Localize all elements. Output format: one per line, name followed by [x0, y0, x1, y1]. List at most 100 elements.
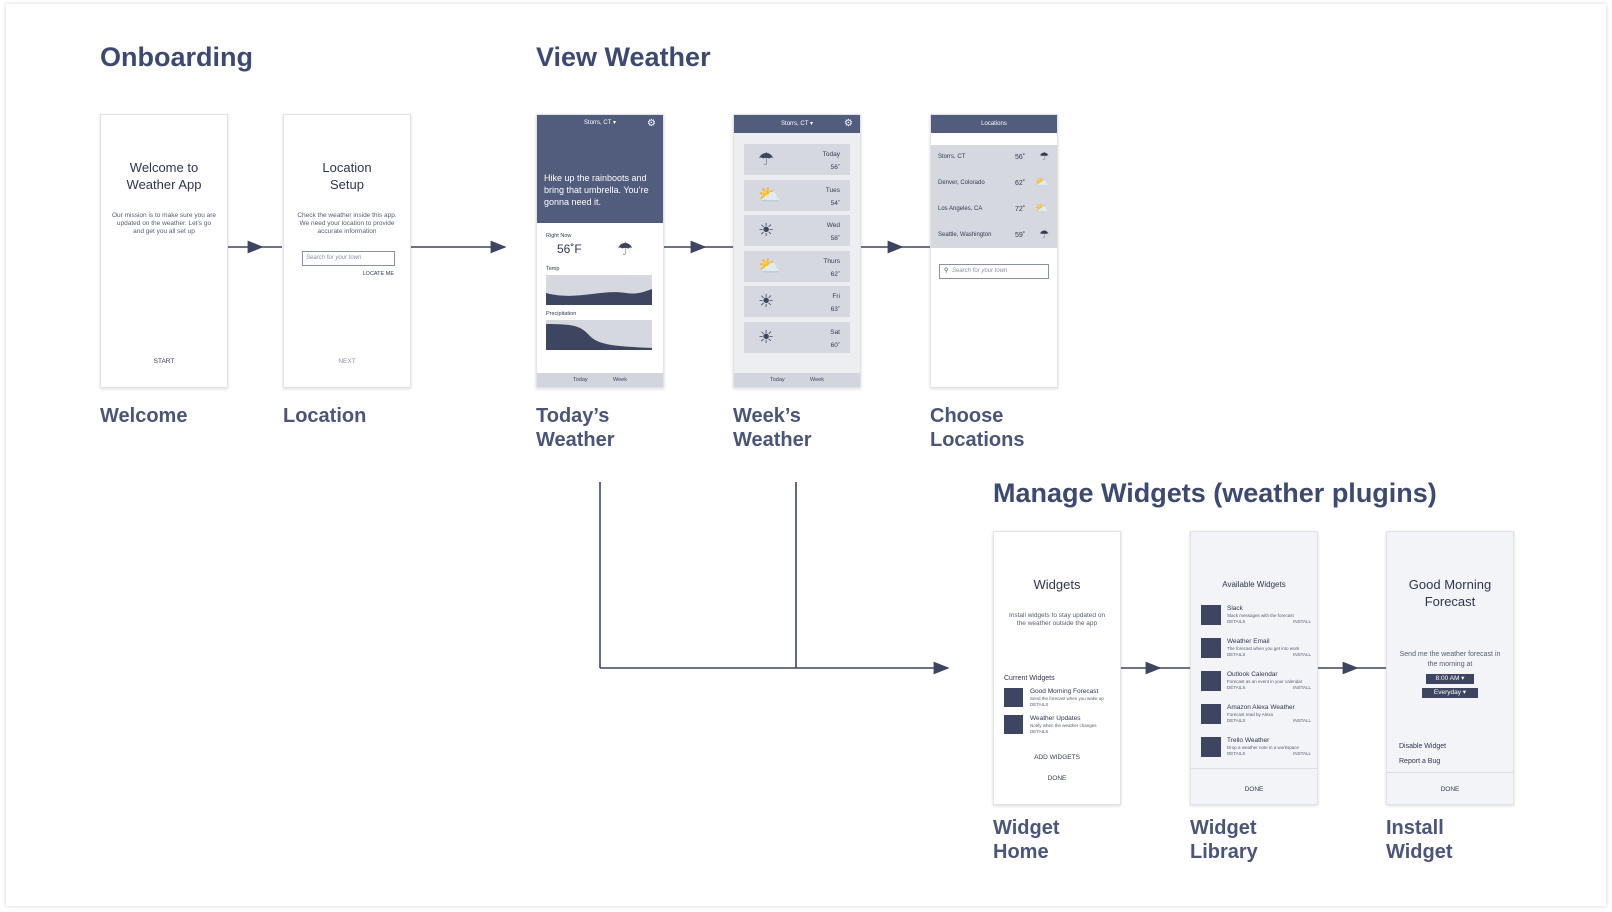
widget-install-link[interactable]: INSTALL: [1293, 619, 1311, 624]
library-widget-item[interactable]: Slack Slack messages with the forecast D…: [1201, 605, 1311, 635]
widget-thumbnail: [1004, 715, 1023, 734]
widget-details-link[interactable]: DETAILS: [1227, 619, 1246, 624]
location-body: Check the weather inside this app. We ne…: [297, 212, 397, 235]
current-widgets-label: Current Widgets: [1004, 675, 1055, 682]
rain-cloud-icon: ☂: [1039, 151, 1049, 163]
widget-install-link[interactable]: INSTALL: [1293, 652, 1311, 657]
today-banner: Storrs, CT ▾ ⚙ Hike up the rainboots and…: [537, 115, 663, 223]
location-temp: 56˚: [1015, 154, 1026, 161]
day-label: Fri: [832, 293, 840, 300]
widget-thumbnail: [1201, 638, 1221, 658]
tab-today[interactable]: Today: [573, 377, 588, 383]
caption-todays-weather: Today’s Weather: [536, 405, 615, 451]
rain-cloud-icon: ☂: [758, 149, 775, 169]
widgets-title: Widgets: [1033, 577, 1081, 592]
install-widget-screen: Good Morning Forecast Send me the weathe…: [1386, 531, 1514, 805]
available-widgets-title: Available Widgets: [1222, 580, 1286, 589]
today-screen: Storrs, CT ▾ ⚙ Hike up the rainboots and…: [536, 114, 664, 388]
current-widget-item[interactable]: Weather Updates Notify when the weather …: [1004, 715, 1114, 739]
welcome-screen: Welcome to Weather App Our mission is to…: [100, 114, 228, 388]
widget-home-screen: Widgets Install widgets to stay updated …: [993, 531, 1121, 805]
widget-thumbnail: [1201, 605, 1221, 625]
day-label: Thurs: [823, 258, 840, 265]
locate-me-button[interactable]: LOCATE ME: [362, 271, 394, 277]
widget-details-link[interactable]: DETAILS: [1227, 652, 1246, 657]
day-temp: 60˚: [830, 342, 840, 349]
widget-install-link[interactable]: INSTALL: [1293, 718, 1311, 723]
caption-widget-library: Widget Library: [1190, 817, 1258, 863]
widget-name: Slack: [1227, 605, 1243, 612]
tab-week[interactable]: Week: [810, 377, 824, 383]
widget-desc: Slack messages with the forecast: [1227, 613, 1294, 618]
widget-details-link[interactable]: DETAILS: [1030, 702, 1049, 707]
widget-details-link[interactable]: DETAILS: [1227, 751, 1246, 756]
welcome-body: Our mission is to make sure you are upda…: [111, 212, 217, 235]
week-topbar: Storrs, CT ▾ ⚙: [734, 115, 860, 133]
locations-screen: Locations Storrs, CT 56˚ ☂ Denver, Color…: [930, 114, 1058, 388]
precip-label: Precipitation: [546, 311, 577, 317]
tab-today[interactable]: Today: [770, 377, 785, 383]
location-screen: Location Setup Check the weather inside …: [283, 114, 411, 388]
library-widget-item[interactable]: Outlook Calendar Forecast as an event in…: [1201, 671, 1311, 701]
widget-install-link[interactable]: INSTALL: [1293, 685, 1311, 690]
tab-week[interactable]: Week: [613, 377, 627, 383]
gear-icon[interactable]: ⚙: [844, 118, 853, 129]
next-button[interactable]: NEXT: [338, 358, 356, 365]
done-button[interactable]: DONE: [1244, 786, 1264, 793]
disable-widget-button[interactable]: Disable Widget: [1399, 743, 1447, 750]
location-dropdown[interactable]: Storrs, CT ▾: [781, 121, 813, 127]
widget-install-link[interactable]: INSTALL: [1293, 751, 1311, 756]
install-body: Send me the weather forecast in the morn…: [1399, 651, 1501, 668]
day-temp: 62˚: [830, 271, 840, 278]
start-button[interactable]: START: [153, 358, 175, 365]
day-label: Wed: [826, 222, 840, 229]
done-button[interactable]: DONE: [1047, 775, 1067, 782]
gear-icon[interactable]: ⚙: [647, 118, 656, 129]
sun-icon: ☀: [758, 220, 775, 240]
right-now-label: Right Now: [546, 233, 572, 239]
install-title: Good Morning Forecast: [1408, 577, 1492, 609]
location-row[interactable]: Storrs, CT 56˚ ☂: [931, 145, 1057, 170]
location-temp: 62˚: [1015, 180, 1026, 187]
section-title-manage-widgets: Manage Widgets (weather plugins): [993, 478, 1437, 508]
location-row[interactable]: Seattle, Washington 59˚ ☂: [931, 223, 1057, 248]
section-title-onboarding: Onboarding: [100, 42, 253, 72]
report-bug-button[interactable]: Report a Bug: [1399, 758, 1441, 765]
location-dropdown[interactable]: Storrs, CT ▾: [584, 120, 616, 126]
current-widget-item[interactable]: Good Morning Forecast Send the forecast …: [1004, 688, 1114, 712]
frequency-dropdown[interactable]: Everyday ▾: [1422, 688, 1478, 698]
search-icon: ⚲: [944, 268, 949, 274]
location-row[interactable]: Los Angeles, CA 72˚ ⛅: [931, 197, 1057, 222]
current-temp: 56˚F: [557, 242, 582, 256]
partly-cloudy-icon: ⛅: [1035, 203, 1049, 215]
time-dropdown[interactable]: 8:00 AM ▾: [1426, 674, 1474, 684]
location-search-input[interactable]: Search for your town: [302, 251, 395, 266]
temp-label: Temp: [546, 266, 560, 272]
add-widgets-button[interactable]: ADD WIDGETS: [1034, 754, 1080, 761]
caption-weeks-weather: Week’s Weather: [733, 405, 812, 451]
widget-details-link[interactable]: DETAILS: [1227, 685, 1246, 690]
widget-name: Outlook Calendar: [1227, 671, 1278, 678]
done-button[interactable]: DONE: [1440, 786, 1460, 793]
widget-name: Weather Email: [1227, 638, 1270, 645]
widget-details-link[interactable]: DETAILS: [1030, 729, 1049, 734]
locations-search-input[interactable]: ⚲ Search for your town: [939, 264, 1049, 279]
location-temp: 59˚: [1015, 232, 1026, 239]
library-widget-item[interactable]: Weather Email The forecast when you get …: [1201, 638, 1311, 668]
location-name: Denver, Colorado: [938, 180, 985, 186]
temp-chart: [546, 275, 652, 305]
precip-chart: [546, 320, 652, 350]
library-widget-item[interactable]: Trello Weather Drop a weather note in a …: [1201, 737, 1311, 767]
library-footer: [1191, 768, 1317, 804]
location-row[interactable]: Denver, Colorado 62˚ ⛅: [931, 171, 1057, 196]
library-widget-item[interactable]: Amazon Alexa Weather Forecast read by Al…: [1201, 704, 1311, 734]
caption-widget-home: Widget Home: [993, 817, 1060, 863]
widget-desc: Forecast as an event in your calendar: [1227, 679, 1303, 684]
partly-cloudy-icon: ⛅: [758, 185, 781, 205]
widget-details-link[interactable]: DETAILS: [1227, 718, 1246, 723]
rain-cloud-icon: ☂: [1039, 229, 1049, 241]
